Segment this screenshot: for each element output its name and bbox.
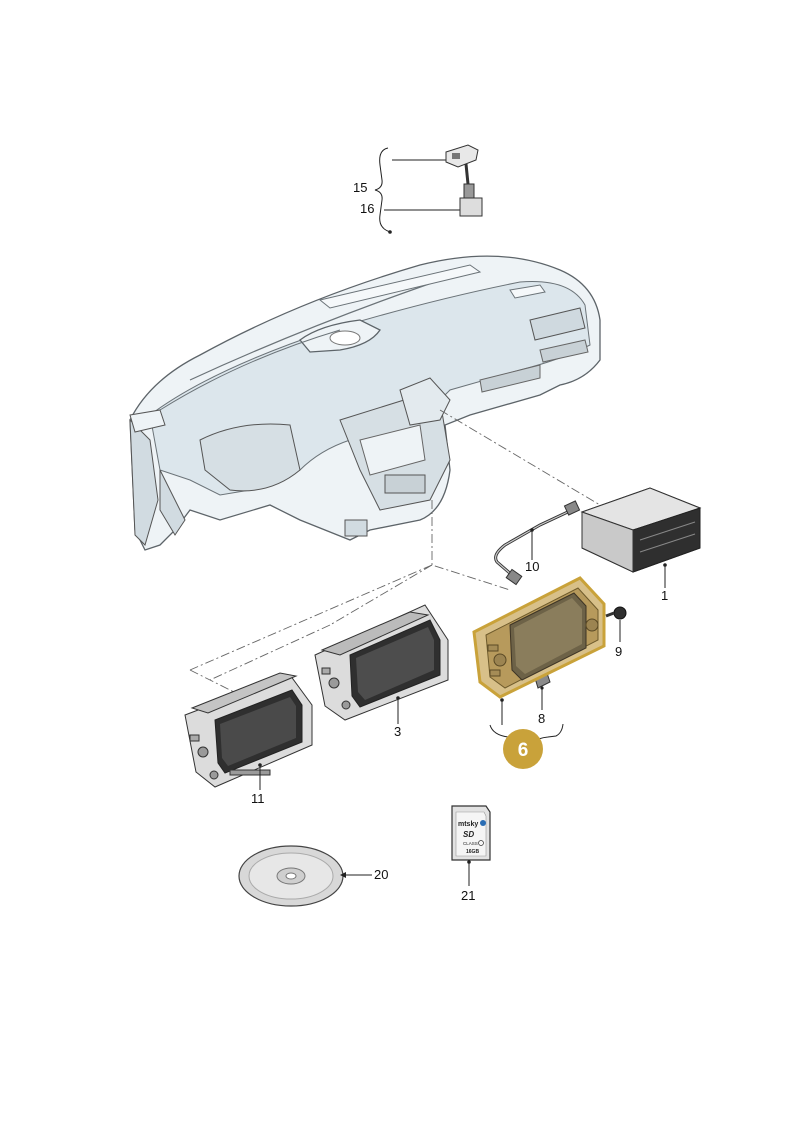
display-unit-highlighted [472,576,606,743]
antenna-module-group [374,144,483,234]
callout-3: 3 [394,724,401,739]
display-unit-3 [314,604,449,724]
sd-card: mtsky SD CLASS 16GB [451,805,491,886]
callout-15: 15 [353,180,367,195]
callout-16: 16 [360,201,374,216]
callout-6-badge [503,729,543,769]
antenna-connector [459,197,483,217]
callout-labels: 15 16 10 1 9 8 6 3 11 20 21 [251,180,668,903]
callout-1: 1 [661,588,668,603]
display-unit-11 [184,672,313,790]
sd-capacity: 16GB [466,849,479,855]
callout-9: 9 [615,644,622,659]
callout-6: 6 [518,740,529,761]
navigation-disc [238,845,372,907]
antenna-cable [494,500,581,586]
sd-brand: mtsky [458,821,478,828]
callout-21: 21 [461,888,475,903]
sd-speed-class: CLASS [463,841,478,846]
screw [605,606,627,642]
leader-lines [189,409,601,696]
antenna-module [445,144,479,168]
sd-logo: SD [463,830,474,839]
callout-20: 20 [374,867,388,882]
callout-11: 11 [251,791,265,806]
dashboard-illustration [129,255,601,551]
callout-10: 10 [525,559,539,574]
radio-chassis [580,487,702,588]
callout-8: 8 [538,711,545,726]
